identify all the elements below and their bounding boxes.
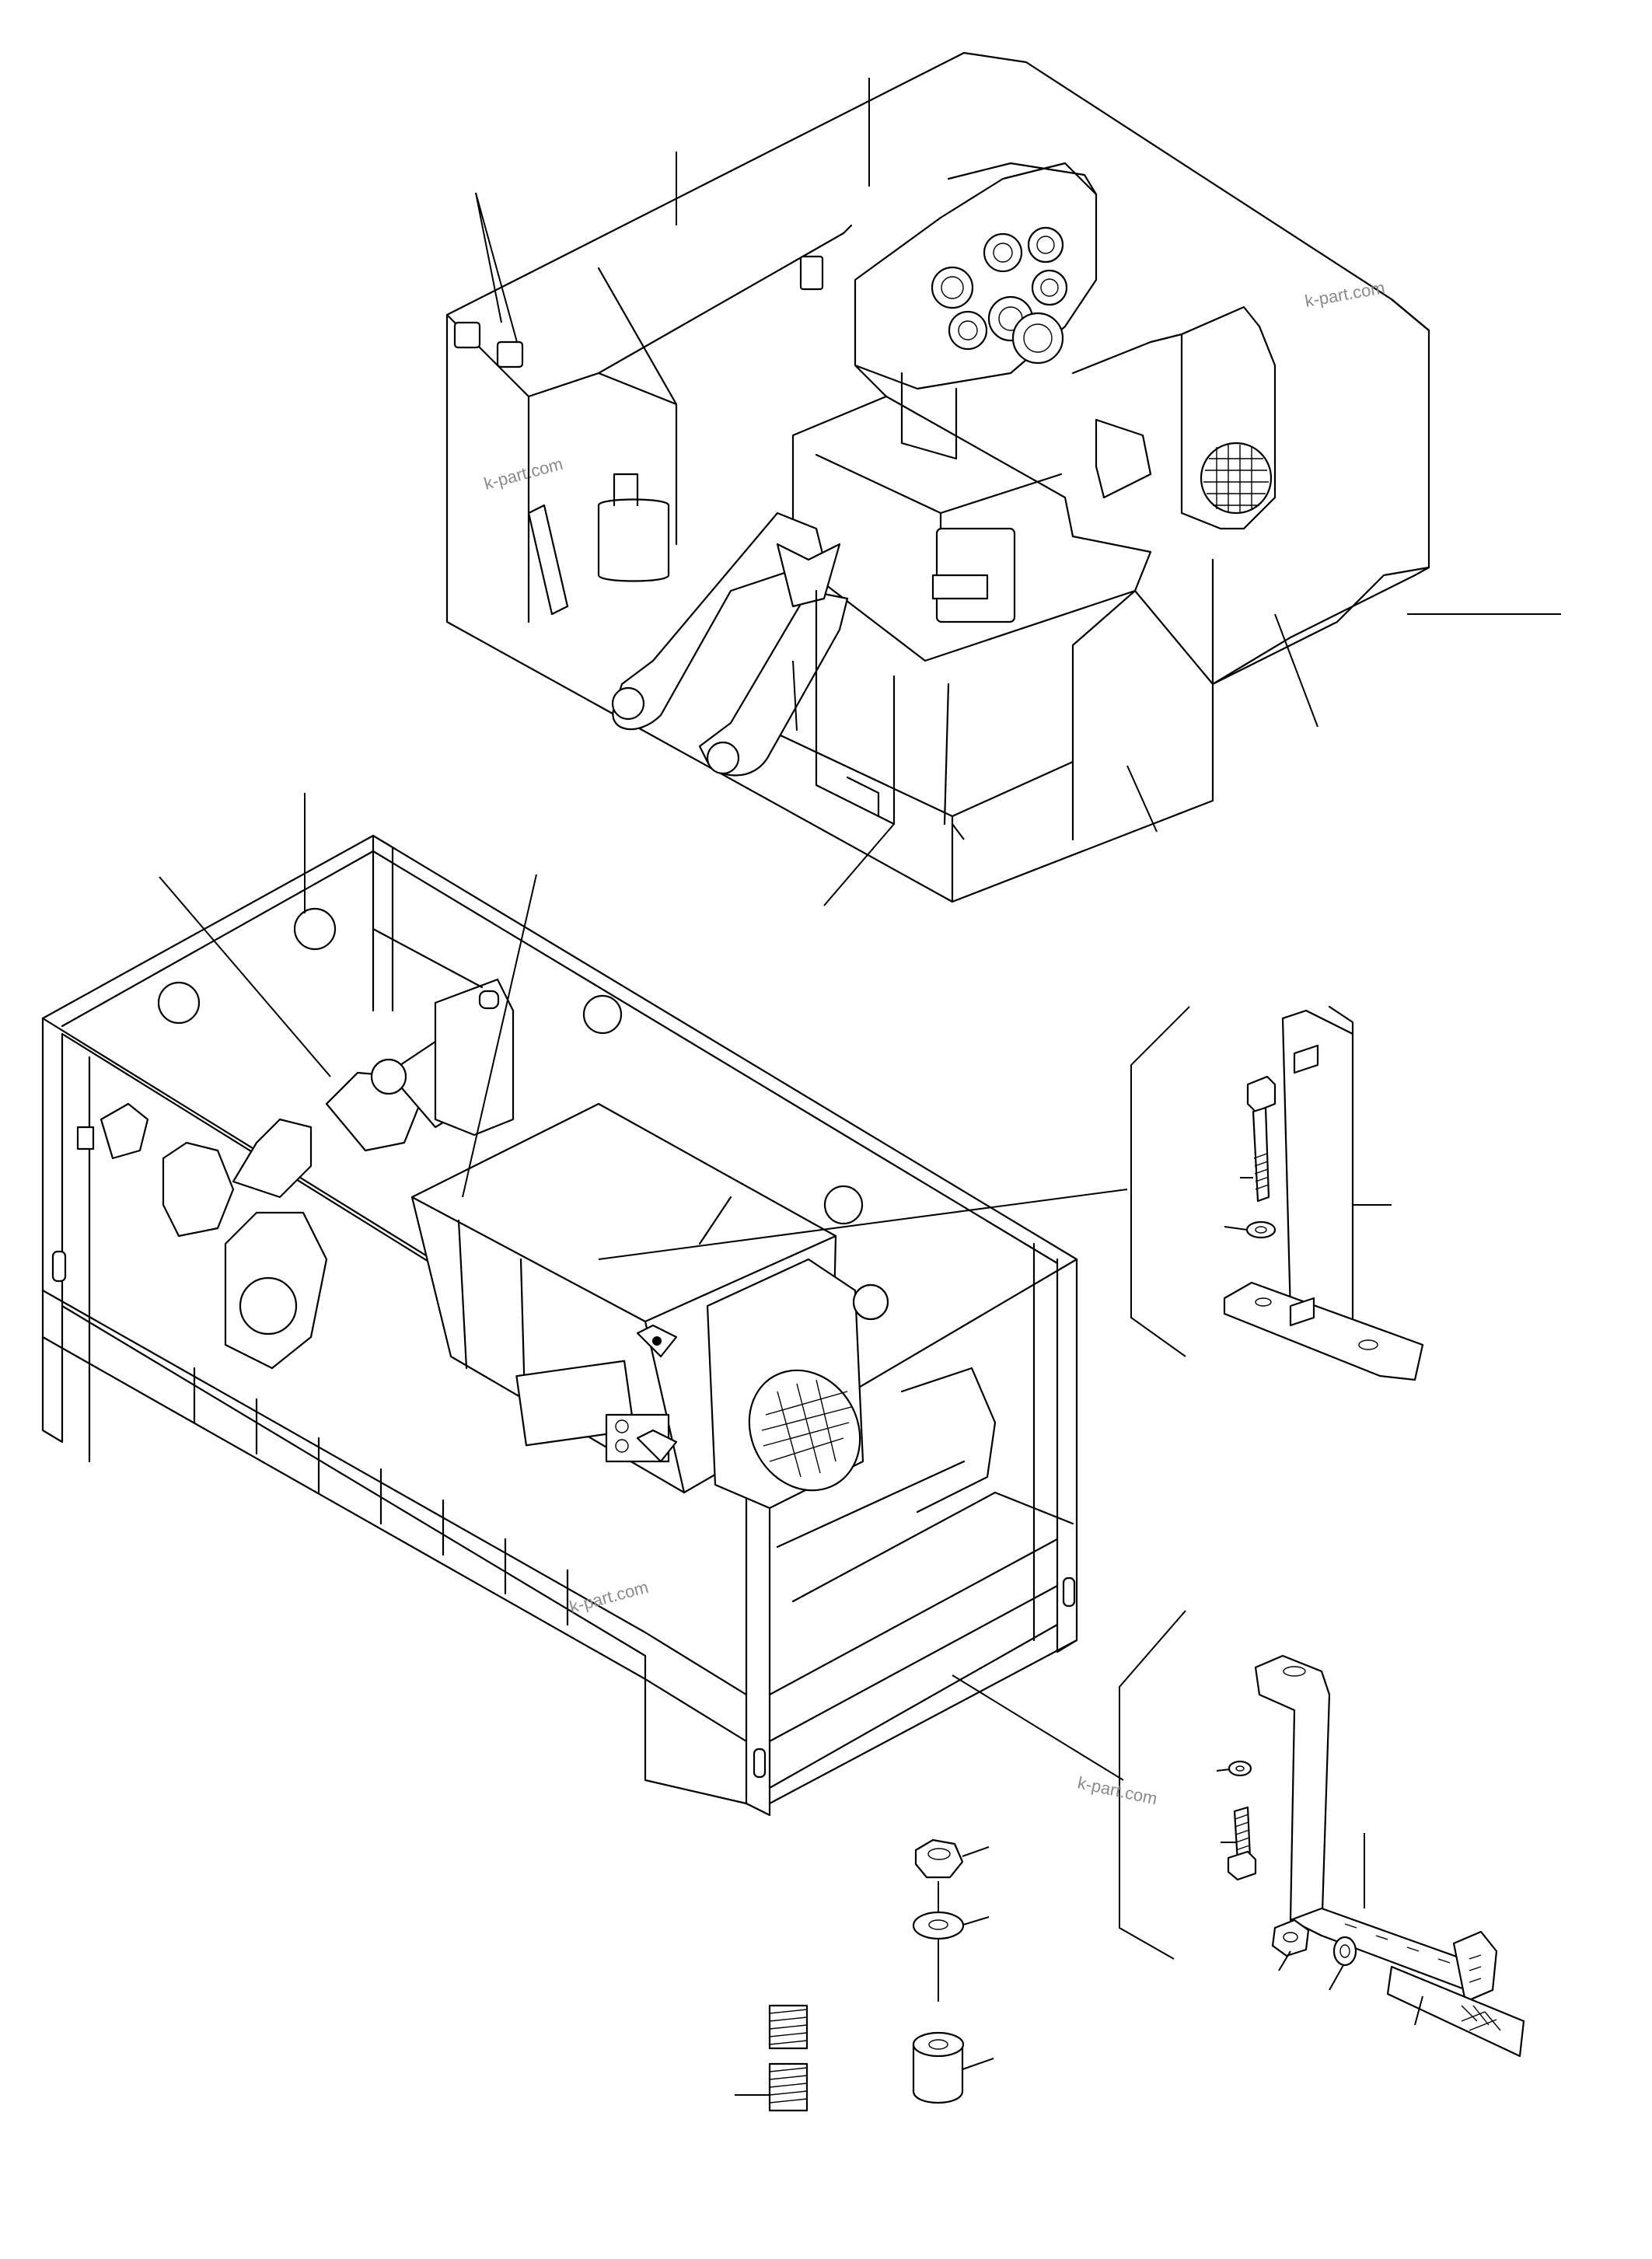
nut-icon xyxy=(914,1838,964,1879)
washer-icon xyxy=(912,1911,965,1940)
loose-hardware xyxy=(735,1838,994,2112)
washer-icon xyxy=(1228,1760,1252,1777)
mounting-strap-assembly xyxy=(1216,1654,1525,2058)
support-bracket xyxy=(1223,1005,1424,1381)
stud-icon xyxy=(1289,1044,1319,1327)
top-housing-assembly xyxy=(445,51,1430,903)
watermark: k-part.com xyxy=(1304,278,1387,311)
watermark: k-part.com xyxy=(1076,1772,1159,1808)
washer-icon xyxy=(1245,1220,1277,1239)
engine-base-frame xyxy=(41,834,1078,1817)
grille-icon xyxy=(761,1379,852,1478)
washer-icon xyxy=(1332,1936,1357,1967)
spring-icon xyxy=(768,2004,809,2112)
spacer-icon xyxy=(912,2031,965,2104)
top-leader-lines xyxy=(475,78,1561,906)
nut-icon xyxy=(1271,1919,1310,1957)
watermark: k-part.com xyxy=(482,454,565,494)
grille-icon xyxy=(1203,445,1269,513)
middle-leader-lines xyxy=(159,793,1190,1960)
bolt-icon xyxy=(1246,1075,1277,1203)
watermark: k-part.com xyxy=(568,1577,651,1617)
bolt-icon xyxy=(1227,1806,1257,1881)
